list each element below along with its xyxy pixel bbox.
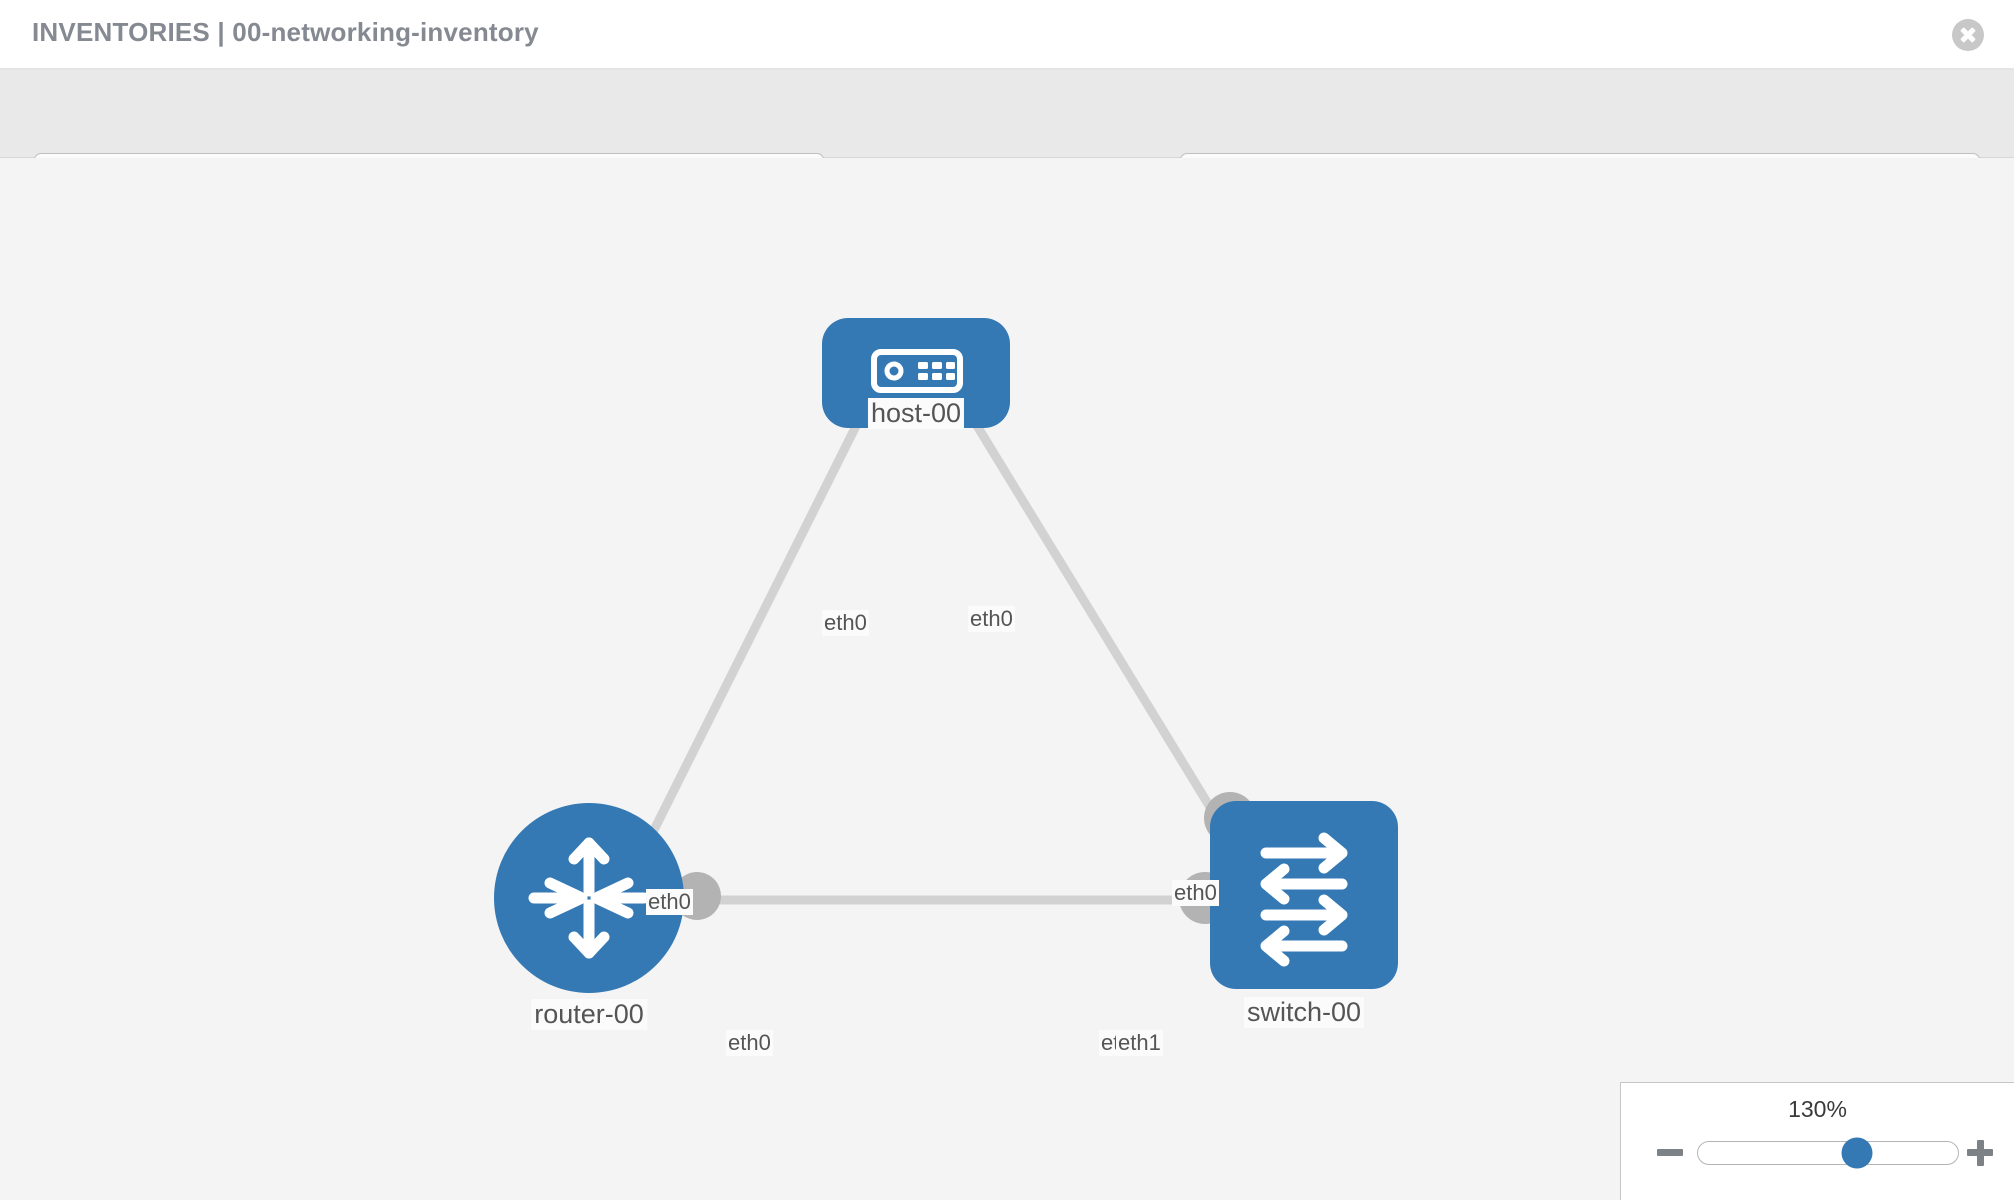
node-switch-00[interactable]: switch-00: [1210, 801, 1398, 1028]
page-title: INVENTORIES | 00-networking-inventory: [32, 17, 539, 47]
edge-label-router-horizontal: eth0: [726, 1030, 773, 1056]
node-router-00-label: router-00: [531, 999, 647, 1030]
toolbar: ACTIONS SEARCH: [0, 70, 2014, 203]
zoom-slider[interactable]: [1697, 1137, 1959, 1169]
topology-canvas[interactable]: host-00 router-00: [0, 158, 2014, 1200]
edge-label-host-left: eth0: [822, 610, 869, 636]
zoom-level-value: 130%: [1788, 1096, 1847, 1122]
server-icon: [822, 318, 1010, 428]
page-header: INVENTORIES | 00-networking-inventory: [0, 0, 2014, 70]
close-icon[interactable]: [1952, 19, 1984, 51]
topology-links-layer: [635, 345, 1256, 924]
edge-label-router-diagonal: eth0: [646, 889, 693, 915]
zoom-control-row: [1621, 1131, 2014, 1175]
topology-link-lines: [635, 395, 1239, 905]
node-host-00-label: host-00: [867, 398, 965, 429]
switch-arrows-icon: [1210, 801, 1398, 989]
zoom-out-button[interactable]: [1657, 1140, 1683, 1166]
edge-label-host-right: eth0: [968, 606, 1015, 632]
link-host-switch: [956, 395, 1239, 851]
zoom-in-button[interactable]: [1967, 1140, 1993, 1166]
node-switch-00-label: switch-00: [1243, 997, 1365, 1028]
edge-label-switch-horizontal-b: eth1: [1116, 1030, 1163, 1056]
zoom-control-panel: 130%: [1620, 1082, 2014, 1200]
topology-ports: [673, 345, 1256, 924]
node-host-00[interactable]: host-00: [822, 318, 1010, 429]
edge-label-switch-diagonal: eth0: [1172, 880, 1219, 906]
zoom-slider-thumb[interactable]: [1841, 1137, 1873, 1169]
link-host-router: [635, 395, 875, 861]
